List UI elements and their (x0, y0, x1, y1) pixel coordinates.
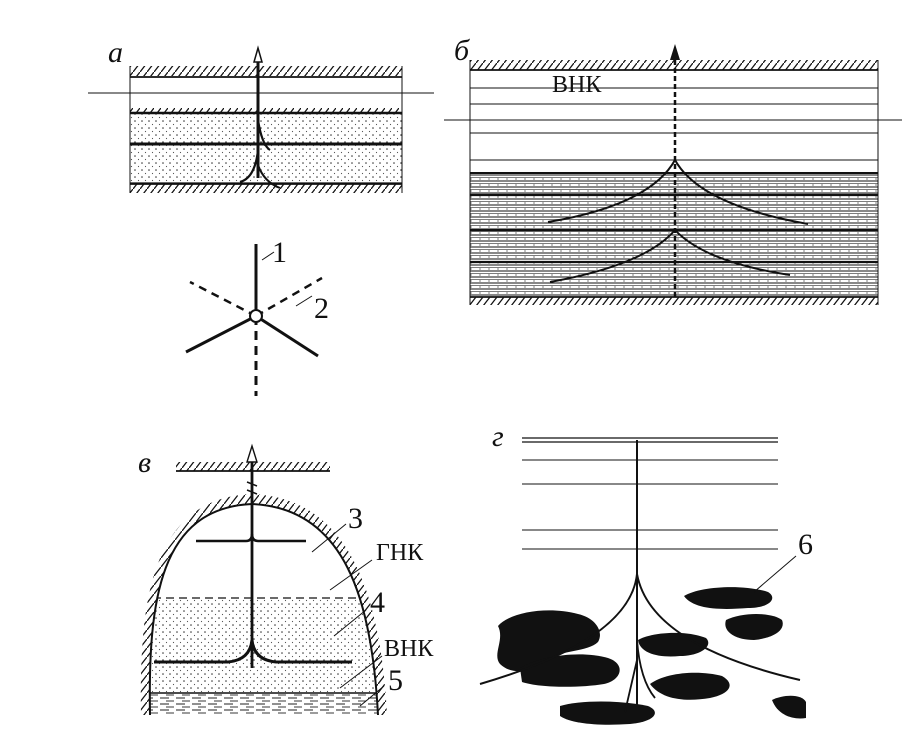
oil-lens (725, 614, 783, 640)
surface-hatch (130, 66, 402, 76)
panel-v: в 3 ГНК 4 ВНК 5 (138, 443, 434, 716)
well-head-arrow-icon (246, 443, 258, 463)
contact-label: ВНК (552, 72, 602, 98)
panel-v-letter: в (138, 446, 151, 479)
panel-g-letter: г (492, 420, 504, 453)
oil-lens (520, 654, 620, 687)
well-branch (547, 159, 676, 223)
callout-5: 5 (388, 664, 403, 697)
oil-zone (149, 598, 378, 693)
callout-2: 2 (314, 292, 329, 325)
oil-lens (684, 587, 773, 609)
reservoir-layer-upper (130, 113, 402, 143)
callout-3: 3 (348, 502, 363, 535)
callout-4: 4 (370, 586, 385, 619)
panel-g: г 6 (479, 420, 813, 725)
water-oil-contact-label: ВНК (384, 636, 434, 662)
oil-lenses (497, 587, 806, 725)
well-branch-lower (154, 639, 352, 664)
well-head-arrow-icon (670, 44, 680, 60)
plan-view: 1 2 (185, 236, 329, 396)
oil-lens (560, 701, 655, 725)
oil-lens (650, 672, 730, 700)
oil-lens (497, 610, 600, 672)
panel-b: б ВНК (444, 34, 902, 305)
water-zone (149, 693, 378, 715)
well-branch-upper (196, 533, 306, 543)
well-branch (256, 119, 271, 151)
reservoir-layer-lower (130, 145, 402, 183)
well-center-icon (249, 309, 263, 323)
callout-6: 6 (798, 528, 813, 561)
panel-b-letter: б (454, 34, 470, 67)
panel-a-letter: а (108, 36, 123, 69)
callout-1: 1 (272, 236, 287, 269)
panel-a: а (88, 36, 434, 193)
well-head-arrow-icon (253, 45, 263, 63)
oil-lens (638, 632, 709, 657)
well-branch (479, 573, 638, 685)
oil-lens (772, 695, 806, 719)
gas-oil-contact-label: ГНК (376, 540, 424, 566)
